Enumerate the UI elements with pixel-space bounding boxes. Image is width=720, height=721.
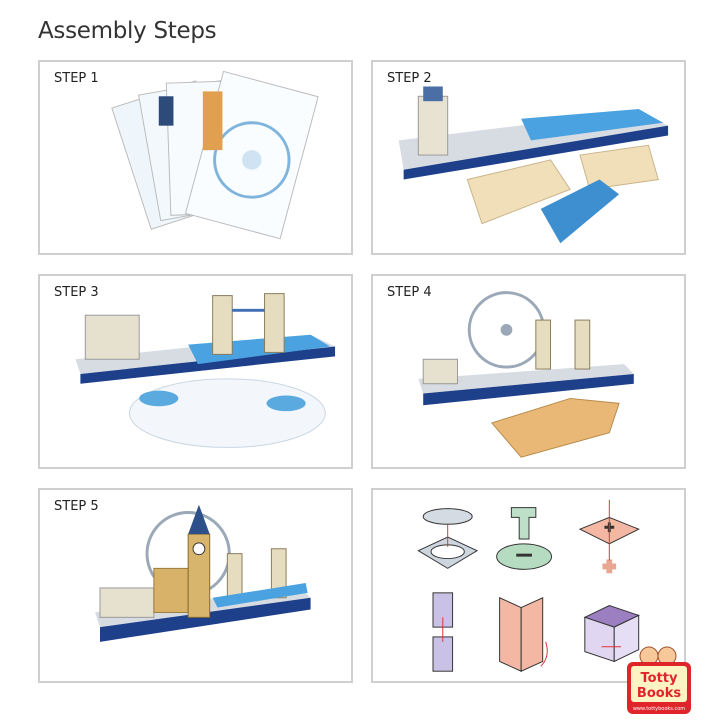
completed-london-skyline-image — [95, 504, 311, 642]
fold-diagram — [499, 596, 548, 672]
disc-insert-diagram — [417, 508, 479, 569]
slot-join-diagram — [432, 592, 454, 672]
cross-slot-diagram — [578, 499, 640, 574]
step-label: STEP 3 — [54, 285, 99, 300]
assembly-tips-diagrams — [417, 499, 640, 672]
step-label: STEP 1 — [54, 71, 99, 86]
eye-wheel-added-image — [418, 291, 634, 458]
base-and-bridge-parts-image — [398, 86, 669, 244]
step-1-panel: STEP 1 — [38, 60, 353, 255]
svg-text:Books: Books — [637, 686, 681, 701]
assembly-tips-panel — [371, 488, 686, 683]
palace-and-bridge-image — [75, 293, 336, 448]
totty-books-logo: Totty Books www.tottybooks.com — [625, 644, 693, 716]
box-join-diagram — [583, 605, 640, 663]
step-label: STEP 4 — [387, 285, 432, 300]
step-4-panel: STEP 4 — [371, 274, 686, 469]
svg-text:www.tottybooks.com: www.tottybooks.com — [633, 706, 685, 712]
step-label: STEP 5 — [54, 499, 99, 514]
svg-text:Totty: Totty — [641, 671, 679, 686]
puzzle-sheets-image — [111, 70, 319, 240]
t-tab-diagram — [496, 507, 553, 570]
step-label: STEP 2 — [387, 71, 432, 86]
page-title: Assembly Steps — [38, 18, 217, 44]
step-5-panel: STEP 5 — [38, 488, 353, 683]
step-3-panel: STEP 3 — [38, 274, 353, 469]
step-2-panel: STEP 2 — [371, 60, 686, 255]
